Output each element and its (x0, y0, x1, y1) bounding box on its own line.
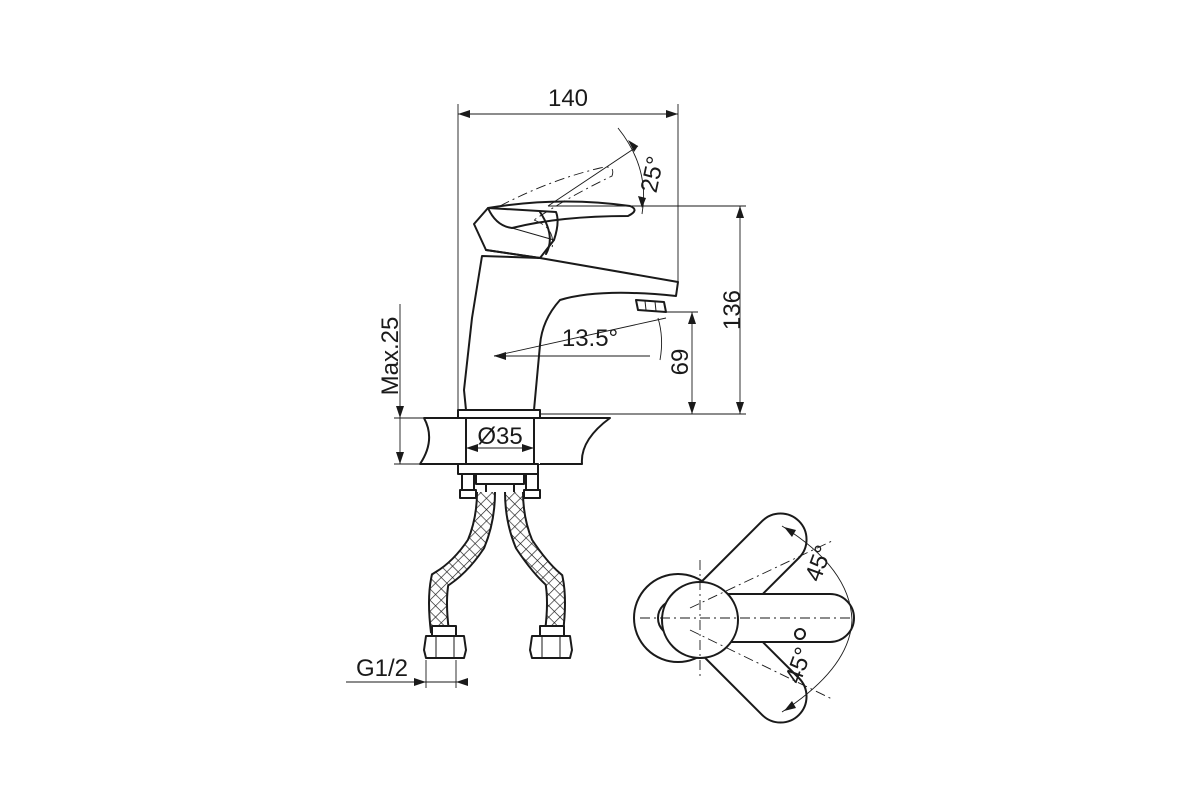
dimension-max-thickness: Max.25 (377, 304, 424, 465)
thread-label: G1/2 (356, 655, 408, 682)
base-diameter-label: Ø35 (477, 423, 522, 450)
dimension-base-diameter: Ø35 (466, 423, 534, 452)
spout-angle-label: 13.5° (562, 325, 618, 352)
countertop-section (419, 417, 611, 465)
lever-raised-outline (499, 166, 614, 249)
lever-angle-label: 25° (636, 154, 670, 195)
width-label: 140 (548, 85, 588, 112)
height-label: 136 (719, 290, 746, 330)
mounting-nut (457, 463, 541, 499)
aerator-nozzle (635, 299, 667, 313)
lever-handle (487, 200, 636, 255)
dimension-thread: G1/2 (346, 655, 468, 688)
flexible-hose-left (428, 491, 496, 634)
lever-housing (473, 207, 559, 259)
top-view: 45° 45° (633, 512, 855, 724)
dimension-width: 140 (457, 85, 679, 410)
max-thickness-label: Max.25 (377, 317, 404, 396)
dimension-spout-angle: 13.5° (493, 317, 667, 361)
hose-fitting-left (423, 625, 467, 659)
dimension-spout-height: 69 (664, 311, 698, 414)
rotation-bottom-label: 45° (780, 644, 818, 687)
spout-height-label: 69 (667, 349, 694, 376)
dimension-height: 136 (540, 205, 746, 415)
flexible-hose-right (504, 491, 566, 634)
hose-fitting-right (529, 625, 573, 659)
